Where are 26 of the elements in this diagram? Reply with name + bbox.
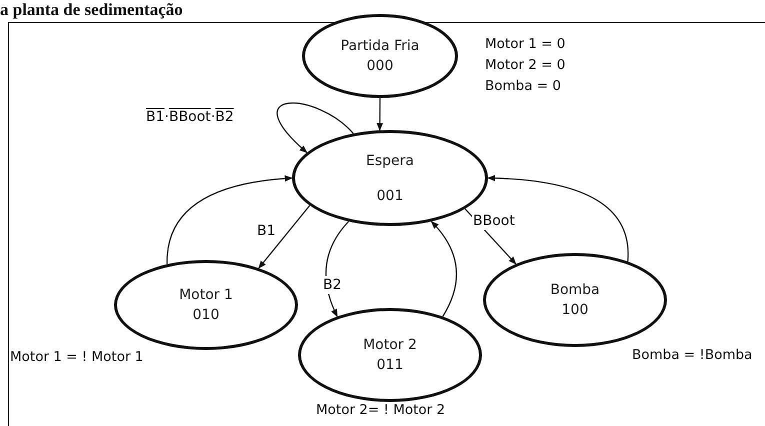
state-label: 001 <box>376 186 404 206</box>
state-label: Partida Fria <box>340 37 420 56</box>
arrow <box>376 98 383 132</box>
output-assignment: Motor 2 = 0 <box>485 56 566 75</box>
state-label: Espera <box>366 152 414 170</box>
state-label: Motor 1 <box>179 286 233 305</box>
heading: a planta de sedimentação <box>0 0 183 20</box>
edge-label: B2 <box>322 276 343 294</box>
arrow <box>166 175 293 264</box>
arrow <box>430 220 458 317</box>
arrow <box>258 205 310 269</box>
state-label: 100 <box>562 301 588 320</box>
arrow <box>325 221 350 318</box>
output-assignment: Bomba = !Bomba <box>632 346 752 365</box>
state-label: Bomba <box>550 281 600 300</box>
output-assignment: Motor 2= ! Motor 2 <box>316 401 446 420</box>
output-assignment: Motor 1 = ! Motor 1 <box>10 348 144 367</box>
edge-label: BBoot <box>472 212 516 230</box>
state-label: 000 <box>366 57 394 76</box>
state-label: Motor 2 <box>363 336 417 355</box>
state-label: 010 <box>192 306 220 325</box>
output-assignment: Motor 1 = 0 <box>485 35 566 54</box>
state-label: 011 <box>376 356 404 375</box>
arrow <box>487 175 628 262</box>
output-assignment: Bomba = 0 <box>485 77 562 96</box>
arrow <box>277 102 354 154</box>
